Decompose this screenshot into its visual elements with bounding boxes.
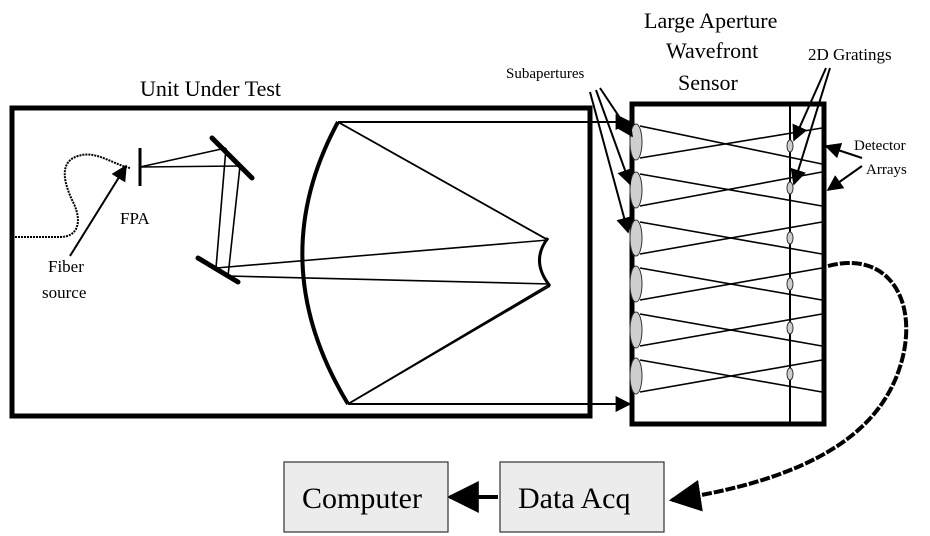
lenslet — [629, 123, 643, 161]
wavefront-sensor-box — [629, 101, 827, 427]
lenslet — [629, 171, 643, 209]
detector-label-line1: Detector — [854, 138, 906, 154]
uut-ray-traces — [139, 121, 551, 405]
detector-pointer-2 — [826, 165, 863, 191]
fold-mirror-upper — [209, 135, 255, 181]
lenslet — [629, 357, 643, 395]
gratings-pointer-2 — [790, 67, 831, 186]
lenslet — [629, 219, 643, 257]
subapertures-pointer-1 — [599, 87, 633, 138]
fiber-source-label-line2: source — [42, 283, 86, 302]
grating-spots — [786, 139, 794, 381]
computer-box — [283, 461, 449, 533]
fiber-cable — [12, 153, 131, 238]
subapertures-label: Subapertures — [506, 66, 584, 82]
grating-spot — [786, 277, 794, 291]
grating-spot — [786, 139, 794, 153]
unit-under-test-box — [9, 105, 593, 419]
fpa-label: FPA — [120, 209, 150, 228]
detector-label-line2: Arrays — [866, 162, 907, 178]
lenslet — [629, 265, 643, 303]
grating-spot — [786, 231, 794, 245]
sensor-cable — [668, 261, 909, 512]
sensor-label-line1: Large Aperture — [644, 8, 777, 33]
sensor-label-line3: Sensor — [678, 70, 739, 95]
fiber-source-pointer — [69, 164, 127, 257]
subaperture-lenslets — [629, 123, 643, 395]
fiber-source-label-line1: Fiber — [48, 257, 84, 276]
grating-spot — [786, 367, 794, 381]
sensor-label-line2: Wavefront — [666, 38, 758, 63]
gratings-pointer-1 — [792, 67, 827, 142]
primary-mirror — [300, 121, 350, 406]
sensor-ray-traces — [639, 125, 823, 393]
grating-spot — [786, 181, 794, 195]
lenslet — [629, 311, 643, 349]
grating-spot — [786, 321, 794, 335]
data-acq-box — [499, 461, 665, 533]
subapertures-pointer-2 — [595, 89, 633, 186]
data-acq-label: Data Acq — [518, 482, 630, 515]
fold-mirror-lower — [195, 255, 241, 285]
subapertures-pointer-3 — [589, 91, 632, 234]
computer-label: Computer — [302, 482, 422, 515]
detector-pointer-1 — [824, 142, 863, 159]
secondary-mirror — [538, 237, 552, 287]
unit-under-test-label: Unit Under Test — [140, 76, 281, 101]
gratings-label: 2D Gratings — [808, 45, 892, 64]
